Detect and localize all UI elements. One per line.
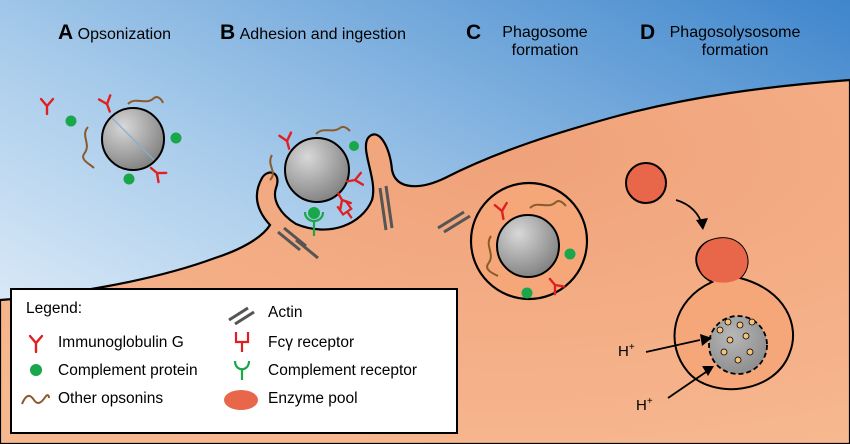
stage-c-title: C (466, 21, 481, 45)
legend-label-immunoglobulin-g: Immunoglobulin G (58, 334, 184, 351)
legend: Legend: Immunoglobulin G Complement prot… (10, 288, 458, 434)
stage-d-text-line2: formation (701, 42, 769, 59)
stage-c-phagosome (469, 181, 589, 301)
complement-protein-icon (30, 364, 42, 376)
immunoglobulin-g-icon (28, 334, 44, 354)
stage-d-phagosolysosome (625, 162, 795, 399)
stage-a-title: A Opsonization (58, 21, 171, 45)
proton-label-lower: H+ (636, 396, 653, 414)
legend-label-fc-gamma-receptor: Fcγ receptor (268, 334, 355, 351)
stage-c-text: Phagosome formation (490, 24, 600, 60)
stage-c-letter: C (466, 21, 482, 44)
stage-a-opsonized-particle (39, 94, 182, 185)
actin-icon (228, 306, 255, 326)
legend-title: Legend: (26, 300, 83, 317)
stage-a-text: Opsonization (77, 26, 172, 43)
legend-label-other-opsonins: Other opsonins (58, 390, 164, 407)
stage-d-text: Phagosolysosome formation (660, 24, 810, 60)
stage-b-title: B Adhesion and ingestion (220, 21, 406, 45)
stage-c-text-line2: formation (511, 42, 579, 59)
legend-label-complement-protein: Complement protein (58, 362, 198, 379)
stage-a-letter: A (58, 21, 74, 44)
stage-d-title: D (640, 21, 655, 45)
stage-b-letter: B (220, 21, 236, 44)
enzyme-pool-icon (224, 390, 258, 410)
stage-b-ingesting-particle (269, 125, 471, 260)
stage-b-text: Adhesion and ingestion (239, 26, 406, 43)
stage-d-text-line1: Phagosolysosome (669, 24, 801, 41)
legend-label-complement-receptor: Complement receptor (268, 362, 418, 379)
fc-gamma-receptor-icon (234, 332, 250, 352)
proton-label-upper: H+ (618, 342, 635, 360)
other-opsonins-icon (21, 394, 50, 405)
legend-label-actin: Actin (268, 304, 303, 321)
stage-c-text-line1: Phagosome (502, 24, 588, 41)
complement-receptor-icon (233, 360, 251, 380)
legend-label-enzyme-pool: Enzyme pool (268, 390, 358, 407)
stage-d-letter: D (640, 21, 656, 44)
